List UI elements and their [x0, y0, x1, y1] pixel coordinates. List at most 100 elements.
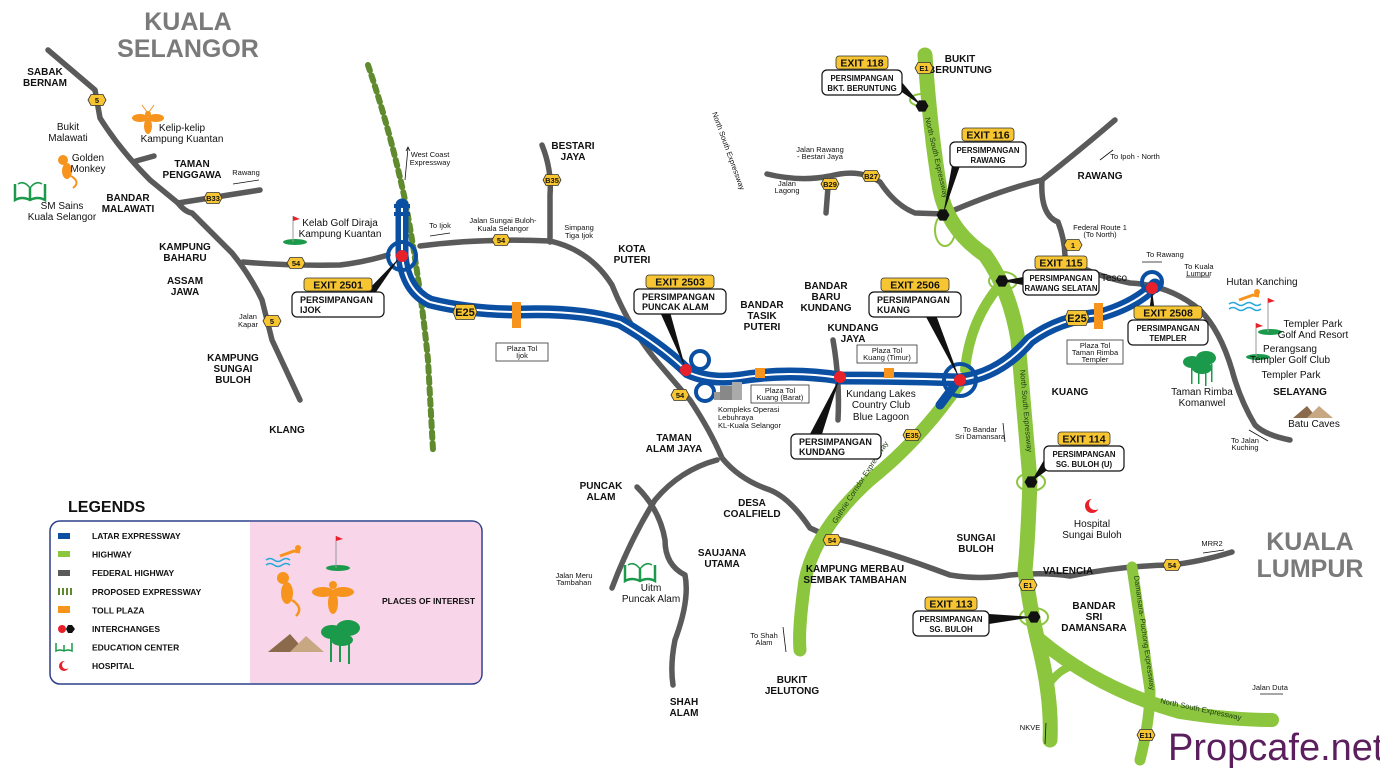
label-klang: KLANG	[269, 425, 305, 436]
label-templer-park: Templer Park	[1262, 370, 1322, 381]
label-line: To Shah	[750, 631, 778, 640]
label-line: Kuching	[1231, 443, 1258, 452]
label-line: PUTERI	[614, 255, 651, 266]
exit-name: PERSIMPANGAN	[1136, 324, 1199, 333]
shield-number: E35	[905, 431, 918, 440]
route-shield: E1	[1018, 579, 1038, 591]
exit-number: EXIT 2508	[1143, 308, 1193, 320]
legend-item: FEDERAL HIGHWAY	[92, 568, 175, 578]
route-shield: B27	[861, 170, 881, 182]
exit-name: PERSIMPANGAN	[1029, 274, 1092, 283]
route-shield: B29	[820, 178, 840, 190]
label-line: SM Sains	[41, 201, 84, 212]
label-line: BANDAR	[1072, 601, 1116, 612]
label-line: Hospital	[1074, 519, 1110, 530]
label-line: VALENCIA	[1043, 566, 1093, 577]
label-line: Jalan Meru	[555, 571, 592, 580]
exit-name: KUANG	[877, 305, 910, 315]
shield-number: 54	[292, 259, 301, 268]
exit-name: PERSIMPANGAN	[642, 292, 715, 302]
shield-number: 5	[95, 96, 99, 105]
label-line: Uitm	[641, 583, 662, 594]
label-line: Hutan Kanching	[1226, 277, 1297, 288]
label-batu-caves: Batu Caves	[1288, 419, 1340, 430]
label-line: Jalan Sungai Buloh-	[469, 216, 537, 225]
label-line: PUNCAK	[580, 481, 624, 492]
toll-plaza-ijok	[512, 302, 521, 328]
label-line: BERUNTUNG	[928, 65, 992, 76]
label-line: Perangsang	[1263, 344, 1317, 355]
label-line: Golden	[72, 153, 104, 164]
latar-expressway	[386, 198, 1164, 410]
label-to-ijok: To Ijok	[429, 221, 451, 230]
label-line: KUNDANG	[827, 323, 878, 334]
label-line: Kampung Kuantan	[141, 134, 224, 145]
exit-name: BKT. BERUNTUNG	[827, 84, 896, 93]
shield-number: B27	[864, 172, 878, 181]
label-line: DAMANSARA	[1061, 623, 1127, 634]
swimming-icon	[1228, 289, 1262, 312]
route-5	[45, 47, 303, 403]
label-line: BUKIT	[777, 675, 808, 686]
label-line: KUANG	[1052, 387, 1089, 398]
route-shield: E35	[902, 429, 922, 441]
label-line: Templer Park	[1262, 370, 1322, 381]
watermark: Propcafe.net	[1168, 727, 1380, 768]
label-line: (To North)	[1083, 230, 1117, 239]
route-shield: 54	[822, 534, 842, 546]
route-shield: 5	[262, 315, 282, 327]
label-line: TAMAN	[174, 159, 209, 170]
label-line: Blue Lagoon	[853, 412, 909, 423]
route-shield: 54	[670, 389, 690, 401]
label-line: To Rawang	[1146, 250, 1184, 259]
legend-item: TOLL PLAZA	[92, 605, 145, 615]
shield-number: 54	[676, 391, 685, 400]
route-b29-b27	[764, 170, 948, 217]
label-line: Kelip-kelip	[159, 123, 206, 134]
label-line: ALAM	[670, 708, 699, 719]
rainforest-icon	[1183, 351, 1216, 386]
label-line: Monkey	[70, 164, 105, 175]
label-line: Plaza Tol	[1080, 341, 1111, 350]
label-to-rawang: To Rawang	[1146, 250, 1184, 259]
legend-item: PROPOSED EXPRESSWAY	[92, 587, 202, 597]
region-line: KUALA	[144, 8, 232, 36]
label-selayang: SELAYANG	[1273, 387, 1327, 398]
route-shield: B35	[542, 174, 562, 186]
label-line: JAWA	[171, 287, 199, 298]
label-line: Batu Caves	[1288, 419, 1340, 430]
route-shield: B33	[203, 192, 223, 204]
label-line: SELAYANG	[1273, 387, 1327, 398]
label-line: To Jalan	[1231, 436, 1259, 445]
label-line: ALAM JAYA	[646, 444, 703, 455]
label-line: ASSAM	[167, 276, 203, 287]
label-line: Templer Park	[1284, 319, 1344, 330]
label-line: KAMPUNG	[159, 242, 211, 253]
toll-plaza-templer	[1094, 303, 1103, 329]
route-shield: 1	[1063, 239, 1083, 251]
label-jalan-duta: Jalan Duta	[1252, 683, 1289, 692]
label-line: Kuang (Timur)	[863, 353, 911, 362]
shield-number: 5	[270, 317, 274, 326]
label-line: Lagong	[774, 186, 799, 195]
